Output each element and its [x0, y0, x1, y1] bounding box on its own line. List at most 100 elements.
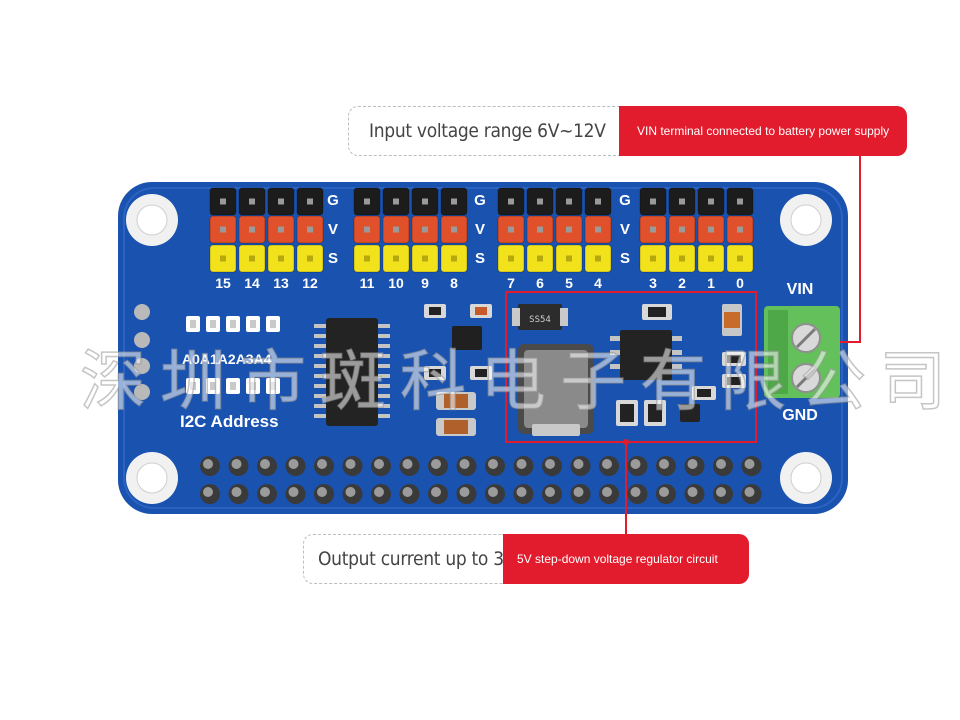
- channel-number: 14: [244, 275, 260, 291]
- header-pin-tip: [278, 198, 284, 205]
- gpio-pin-tip: [516, 487, 527, 497]
- gpio-pin-tip: [744, 459, 755, 469]
- header-pin-tip: [220, 226, 226, 233]
- vin-label: VIN: [787, 281, 814, 298]
- header-pin-tip: [393, 226, 399, 233]
- gpio-pin-tip: [687, 487, 698, 497]
- header-pin-tip: [422, 198, 428, 205]
- diode-marking: SS54: [529, 315, 551, 325]
- channel-number: 5: [565, 275, 573, 291]
- header-pin-tip: [451, 226, 457, 233]
- vin-terminal-note: VIN terminal connected to battery power …: [619, 106, 908, 156]
- header-pin-tip: [451, 198, 457, 205]
- gpio-pin-tip: [459, 487, 470, 497]
- header-pin-tip: [737, 255, 743, 262]
- gpio-pin-tip: [345, 487, 356, 497]
- regulator-section: SS54: [512, 304, 746, 436]
- mounting-holes: [126, 194, 832, 504]
- gpio-pin-tip: [402, 487, 413, 497]
- gpio-pin-tip: [231, 487, 242, 497]
- input-voltage-label: Input voltage range 6V~12V: [348, 106, 619, 156]
- header-pin-tip: [566, 255, 572, 262]
- channel-number: 11: [360, 275, 375, 291]
- header-pin-tip: [650, 255, 656, 262]
- header-pin-tip: [220, 255, 226, 262]
- header-pin-tip: [249, 255, 255, 262]
- regulator-note: 5V step-down voltage regulator circuit: [503, 534, 749, 584]
- row-label-g: G: [474, 192, 486, 209]
- header-pin-tip: [595, 198, 601, 205]
- channel-number: 0: [736, 275, 744, 291]
- gpio-pin-tip: [317, 459, 327, 469]
- channel-number: 7: [507, 275, 515, 291]
- gpio-pin-tip: [231, 459, 242, 469]
- channel-number: 3: [649, 275, 657, 291]
- row-label-s: S: [475, 250, 485, 267]
- header-pin-tip: [307, 255, 313, 262]
- header-pin-tip: [708, 198, 714, 205]
- gpio-pin-tip: [203, 459, 213, 469]
- header-row-labels: G V S G V S G V S: [327, 192, 631, 267]
- gpio-pin-tip: [630, 459, 641, 469]
- gpio-pin-tip: [431, 459, 441, 469]
- header-pin-tip: [679, 198, 685, 205]
- output-current-label: Output current up to 3A: [303, 534, 515, 584]
- header-pin-tip: [537, 255, 543, 262]
- gpio-pin-tip: [488, 487, 498, 497]
- gpio-pin-tip: [459, 459, 470, 469]
- header-pin-tip: [566, 226, 572, 233]
- header-pin-tip: [249, 198, 255, 205]
- passive-components: [424, 304, 492, 436]
- header-pin-tip: [737, 198, 743, 205]
- row-label-v: V: [475, 221, 485, 238]
- channel-number: 2: [678, 275, 686, 291]
- header-pin-tip: [737, 226, 743, 233]
- gpio-pin-tip: [744, 487, 755, 497]
- header-pin-tip: [595, 226, 601, 233]
- channel-number: 10: [388, 275, 404, 291]
- header-pin-tip: [566, 198, 572, 205]
- gpio-pin-tip: [573, 459, 584, 469]
- channel-number: 13: [273, 275, 289, 291]
- header-pin-tip: [508, 198, 514, 205]
- gpio-pin-tip: [203, 487, 213, 497]
- gpio-pin-tip: [374, 459, 384, 469]
- header-pin-tip: [307, 198, 313, 205]
- gpio-pin-tip: [602, 459, 612, 469]
- header-pin-tip: [364, 226, 370, 233]
- header-pin-tip: [364, 255, 370, 262]
- gpio-pin-tip: [288, 487, 299, 497]
- header-pin-tip: [278, 226, 284, 233]
- gpio-pin-tip: [345, 459, 356, 469]
- header-pin-tip: [307, 226, 313, 233]
- channel-number: 1: [707, 275, 715, 291]
- channel-number: 4: [594, 275, 602, 291]
- header-pin-tip: [708, 226, 714, 233]
- gpio-pin-tip: [659, 487, 669, 497]
- row-label-v: V: [328, 221, 338, 238]
- gpio-pin-tip: [374, 487, 384, 497]
- gpio-pin-tip: [288, 459, 299, 469]
- gpio-pin-tip: [630, 487, 641, 497]
- header-pin-tip: [595, 255, 601, 262]
- gpio-pin-tip: [545, 487, 555, 497]
- i2c-address-label: I2C Address: [180, 412, 279, 431]
- servo-headers: [209, 187, 754, 273]
- header-pin-tip: [708, 255, 714, 262]
- header-pin-tip: [650, 198, 656, 205]
- gpio-pin-tip: [716, 459, 726, 469]
- gpio-pin-tip: [317, 487, 327, 497]
- row-label-v: V: [620, 221, 630, 238]
- header-pin-tip: [220, 198, 226, 205]
- gnd-label: GND: [782, 407, 818, 424]
- address-bits-label: A0A1A2A3A4: [182, 351, 272, 367]
- gpio-pin-tip: [488, 459, 498, 469]
- gpio-pin-tip: [431, 487, 441, 497]
- header-pin-tip: [451, 255, 457, 262]
- gpio-pin-tip: [516, 459, 527, 469]
- header-pin-tip: [393, 255, 399, 262]
- pwm-controller-chip: [314, 318, 390, 426]
- channel-number: 15: [215, 275, 231, 291]
